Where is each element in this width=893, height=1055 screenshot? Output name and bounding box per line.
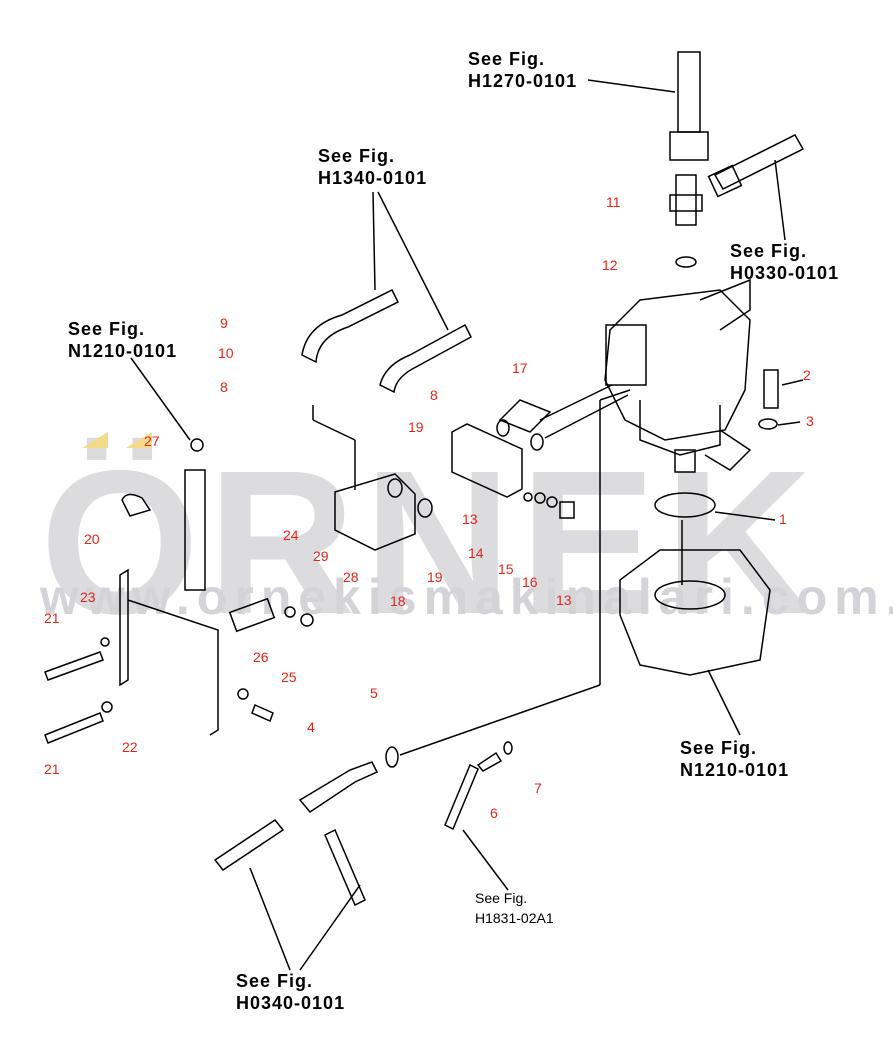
part-number-callout[interactable]: 9 xyxy=(220,315,228,331)
watermark-url: www.ornekismakinalari.com.tr xyxy=(40,569,893,625)
figure-reference-line2: H1831-02A1 xyxy=(475,910,554,926)
figure-reference[interactable]: See Fig.N1210-0101 xyxy=(680,737,789,781)
hose xyxy=(379,323,472,394)
part-number-callout[interactable]: 1 xyxy=(779,511,787,527)
part-number-callout[interactable]: 3 xyxy=(806,413,814,429)
reduction-housing xyxy=(619,520,771,676)
part-number-callout[interactable]: 21 xyxy=(44,761,60,777)
part-number-callout[interactable]: 8 xyxy=(220,379,228,395)
part-number-callout[interactable]: 19 xyxy=(408,419,424,435)
pipe-top xyxy=(669,51,709,161)
valve-block-18 xyxy=(334,473,416,551)
hose-h0340 xyxy=(324,828,366,907)
part-number-callout[interactable]: 16 xyxy=(522,574,538,590)
figure-reference-line1: See Fig. xyxy=(475,890,528,906)
hose xyxy=(301,288,400,364)
part-number-callout[interactable]: 18 xyxy=(390,593,406,609)
pipe-h0330 xyxy=(707,134,805,198)
figure-reference[interactable]: See Fig.H0330-0101 xyxy=(730,240,839,284)
tee-fitting-4 xyxy=(298,761,379,813)
bracket-20 xyxy=(119,568,219,736)
part-number-callout[interactable]: 21 xyxy=(44,610,60,626)
part-number-callout[interactable]: 13 xyxy=(462,511,478,527)
part-number-callout[interactable]: 12 xyxy=(602,257,618,273)
figure-reference[interactable]: See Fig.H1270-0101 xyxy=(468,48,577,92)
cylinder xyxy=(184,438,206,591)
figure-reference[interactable]: See Fig.H0340-0101 xyxy=(236,970,345,1014)
swing-motor xyxy=(604,278,752,473)
part-number-callout[interactable]: 20 xyxy=(84,531,100,547)
part-number-callout[interactable]: 25 xyxy=(281,669,297,685)
valve-block-13 xyxy=(451,423,523,498)
figure-reference-line1: See Fig. xyxy=(236,971,314,991)
figure-reference[interactable]: See Fig.N1210-0101 xyxy=(68,318,177,362)
part-number-callout[interactable]: 26 xyxy=(253,649,269,665)
part-number-callout[interactable]: 10 xyxy=(218,345,234,361)
part-number-callout[interactable]: 29 xyxy=(313,548,329,564)
part-number-callout[interactable]: 27 xyxy=(144,433,160,449)
clip-27 xyxy=(121,493,152,517)
part-number-callout[interactable]: 22 xyxy=(122,739,138,755)
watermark-logo: ÖRNEK xyxy=(40,428,821,657)
figure-reference-line2: N1210-0101 xyxy=(68,341,178,361)
part-number-callout[interactable]: 14 xyxy=(468,545,484,561)
figure-reference-line2: H0330-0101 xyxy=(730,263,840,283)
part-number-callout[interactable]: 28 xyxy=(343,569,359,585)
figure-reference-line1: See Fig. xyxy=(730,241,808,261)
figure-reference-line1: See Fig. xyxy=(680,738,758,758)
part-number-callout[interactable]: 6 xyxy=(490,805,498,821)
logo-accent xyxy=(82,432,108,448)
fitting-11 xyxy=(669,174,703,226)
figure-reference-line2: H1270-0101 xyxy=(468,71,578,91)
figure-reference-line2: H1340-0101 xyxy=(318,168,428,188)
figure-reference-line1: See Fig. xyxy=(318,146,396,166)
part-number-callout[interactable]: 5 xyxy=(370,685,378,701)
part-number-callout[interactable]: 2 xyxy=(803,367,811,383)
figure-reference-line2: H0340-0101 xyxy=(236,993,346,1013)
part-number-callout[interactable]: 13 xyxy=(556,592,572,608)
plate-24 xyxy=(228,597,276,633)
figure-reference-line1: See Fig. xyxy=(68,319,146,339)
figure-reference-line2: N1210-0101 xyxy=(680,760,790,780)
part-number-callout[interactable]: 23 xyxy=(80,589,96,605)
hose-h0340 xyxy=(213,818,285,872)
part-number-callout[interactable]: 7 xyxy=(534,780,542,796)
figure-reference-line1: See Fig. xyxy=(468,49,546,69)
figure-reference[interactable]: See Fig.H1340-0101 xyxy=(318,145,427,189)
part-number-callout[interactable]: 19 xyxy=(427,569,443,585)
part-number-callout[interactable]: 4 xyxy=(307,719,315,735)
part-number-callout[interactable]: 24 xyxy=(283,527,299,543)
figure-reference[interactable]: See Fig. H1831-02A1 xyxy=(475,888,554,928)
part-number-callout[interactable]: 8 xyxy=(430,387,438,403)
part-number-callout[interactable]: 15 xyxy=(498,561,514,577)
leader-line xyxy=(587,79,676,93)
logo-accent xyxy=(126,432,152,448)
part-number-callout[interactable]: 17 xyxy=(512,360,528,376)
part-number-callout[interactable]: 11 xyxy=(606,194,621,210)
